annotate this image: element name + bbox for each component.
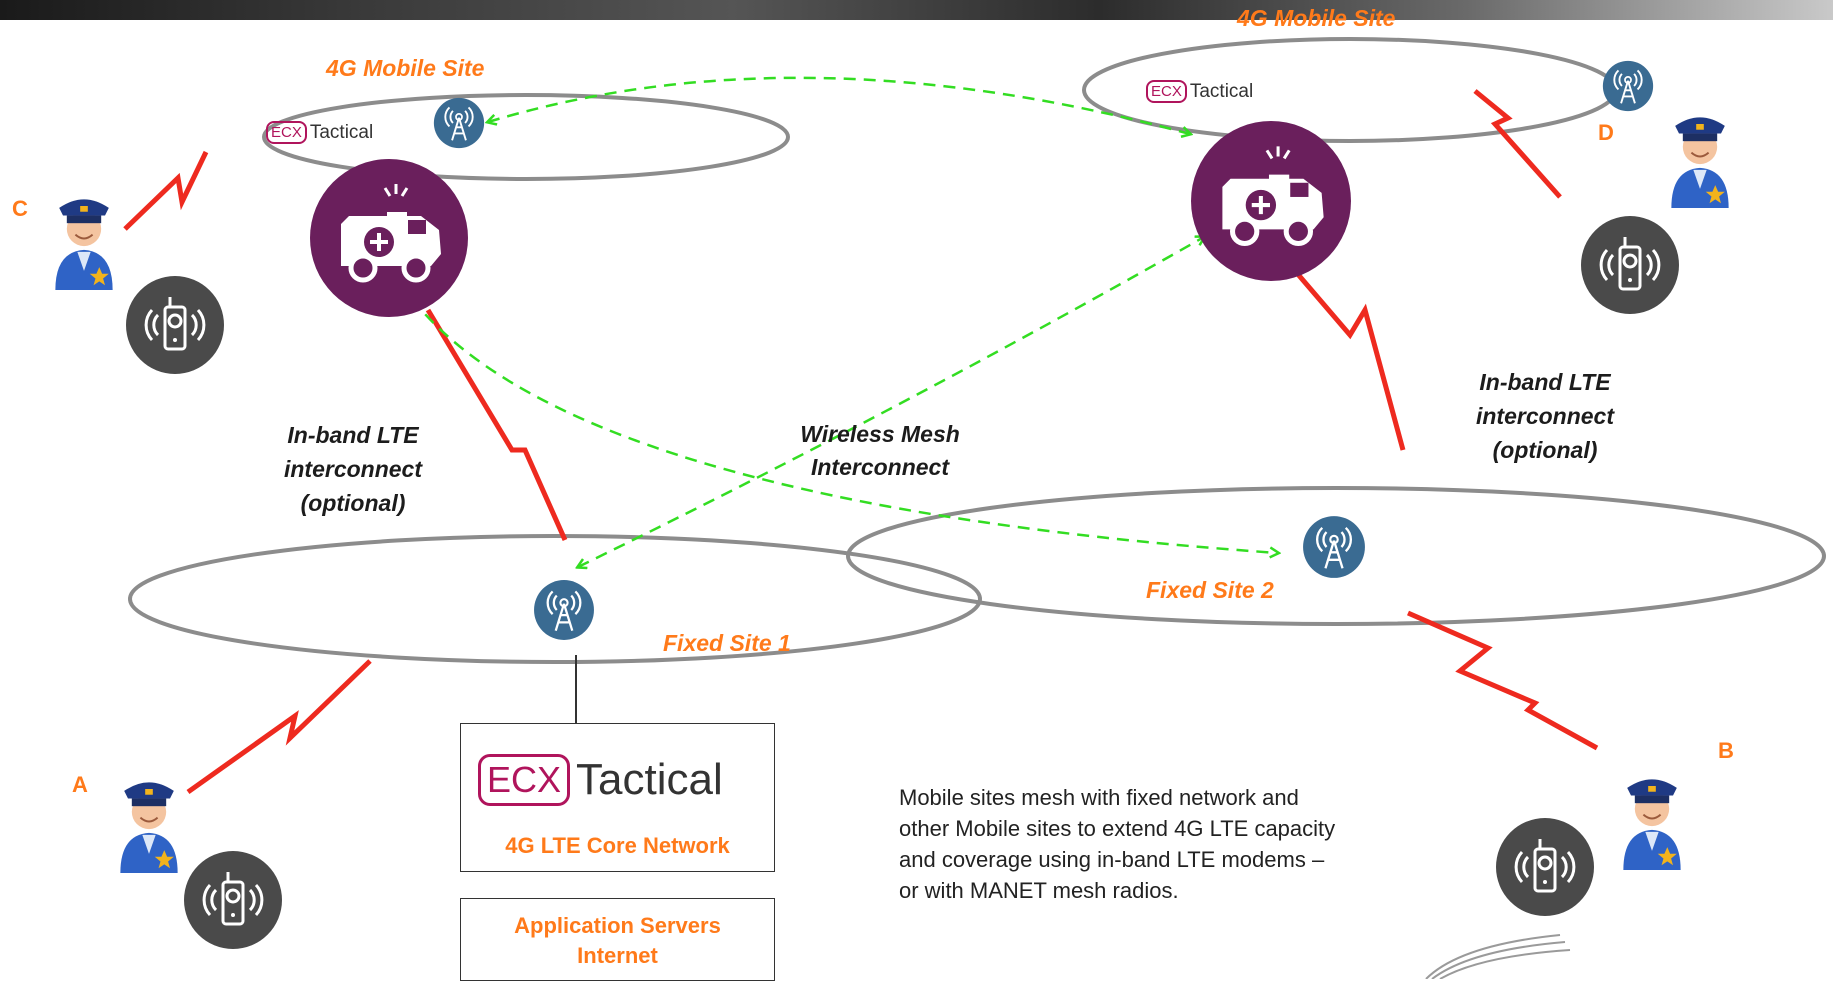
- ecx-mark: ECX: [266, 121, 307, 144]
- user-a-label: A: [72, 772, 88, 797]
- police-officer-icon: [1622, 778, 1682, 870]
- police-officer-icon: [1670, 116, 1730, 208]
- inband-right-line3: (optional): [1492, 437, 1598, 463]
- cell-tower-icon: [533, 579, 595, 641]
- inband-left-label: In-band LTE interconnect (optional): [258, 418, 448, 520]
- radio-icon: [1580, 215, 1680, 315]
- link-inband-left: [425, 308, 568, 542]
- cell-tower-icon: [1302, 515, 1366, 579]
- ambulance-icon: [1191, 121, 1351, 281]
- ambulance-icon: [310, 159, 468, 317]
- wireless-mesh-line2: Interconnect: [810, 454, 950, 480]
- radio-icon: [125, 275, 225, 375]
- cell-tower-icon: [433, 97, 485, 149]
- wireless-mesh-label: Wireless Mesh Interconnect: [780, 418, 980, 484]
- inband-left-line3: (optional): [300, 490, 406, 516]
- inband-right-line2: interconnect: [1475, 403, 1615, 429]
- wireless-mesh-line1: Wireless Mesh: [800, 421, 960, 447]
- link-user-d: [1473, 89, 1562, 199]
- inband-right-line1: In-band LTE: [1479, 369, 1611, 395]
- ecx-word: Tactical: [576, 755, 723, 804]
- radio-icon: [1495, 817, 1595, 917]
- app-servers-line1: Application Servers: [514, 913, 721, 938]
- fixed-site-2-label: Fixed Site 2: [1146, 577, 1274, 603]
- ecx-mark: ECX: [478, 754, 571, 806]
- cell-tower-icon: [1602, 60, 1654, 112]
- user-c-label: C: [12, 196, 28, 221]
- link-user-c: [123, 150, 209, 231]
- inband-left-line2: interconnect: [283, 456, 423, 482]
- police-officer-icon: [119, 781, 179, 873]
- radio-icon: [183, 850, 283, 950]
- inband-right-label: In-band LTE interconnect (optional): [1450, 365, 1640, 467]
- description-text: Mobile sites mesh with fixed network and…: [899, 785, 1336, 903]
- mobile-site-right-label: 4G Mobile Site: [1237, 5, 1396, 31]
- header-banner: [0, 0, 1833, 20]
- application-servers-box: Application Servers Internet: [460, 898, 775, 981]
- link-user-a: [186, 659, 372, 795]
- ecx-mark: ECX: [1146, 80, 1187, 103]
- ecx-word: Tactical: [1189, 80, 1254, 102]
- core-network-title: 4G LTE Core Network: [505, 833, 730, 858]
- police-officer-icon: [54, 198, 114, 290]
- fixed-site-1-label: Fixed Site 1: [663, 630, 791, 656]
- mesh-link-fixed1-to-mobile-right: [578, 237, 1204, 567]
- user-b-label: B: [1718, 738, 1734, 763]
- mesh-link-mobile-left-to-fixed2: [390, 266, 1278, 553]
- app-servers-line2: Internet: [577, 943, 658, 968]
- mobile-site-left-label: 4G Mobile Site: [326, 55, 485, 81]
- link-user-b: [1406, 610, 1599, 751]
- ecx-tactical-logo-left: ECX Tactical: [266, 121, 373, 144]
- inband-left-line1: In-band LTE: [287, 422, 419, 448]
- ecx-tactical-logo-core: ECX Tactical: [478, 754, 723, 806]
- user-d-label: D: [1598, 120, 1614, 145]
- ecx-tactical-logo-right: ECX Tactical: [1146, 80, 1253, 103]
- swoosh-decoration: [1425, 934, 1571, 979]
- link-inband-right: [1288, 263, 1406, 451]
- ecx-word: Tactical: [309, 121, 374, 143]
- core-network-box: ECX Tactical 4G LTE Core Network: [460, 723, 775, 872]
